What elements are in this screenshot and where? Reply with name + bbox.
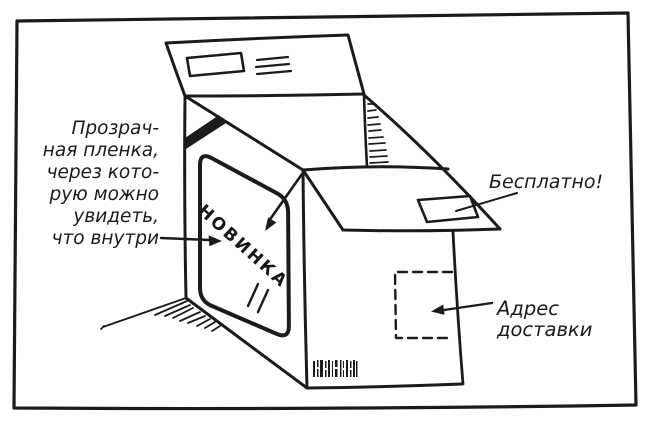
barcode-bar: [343, 361, 344, 368]
box-front-face: НОВИНКА: [183, 94, 309, 390]
front-right-vertical-edge: [301, 168, 309, 390]
shipping-label: [185, 51, 246, 78]
barcode-bar: [356, 361, 358, 377]
barcode-bar: [328, 360, 330, 377]
interior-corner-edge: [362, 93, 369, 169]
box-back-flap: [164, 33, 366, 98]
film-note-line: рую можно: [48, 184, 159, 205]
delivery-address-dashed-box: [393, 270, 454, 340]
hatch-stroke: [367, 123, 381, 126]
film-note-line: Прозрач-: [72, 118, 160, 139]
barcode-bar: [313, 361, 315, 377]
address-line: [255, 69, 293, 76]
barcode-bar: [325, 370, 327, 377]
box-right-lid-flap: [301, 165, 502, 233]
arrow-to-window: [159, 235, 222, 247]
hatch-stroke: [367, 116, 379, 119]
address-note: Адрес доставки: [431, 297, 592, 341]
box-interior: [362, 93, 502, 231]
film-note-line: ная пленка,: [43, 140, 159, 161]
front-bottom-edge: [184, 296, 309, 390]
window-shine-marks: [246, 282, 270, 314]
barcode-bar: [332, 361, 333, 377]
free-sample-sticker: [416, 194, 480, 224]
barcode-bar: [346, 360, 348, 377]
dark-tape-wedge: [185, 115, 226, 149]
hatch-stroke: [172, 307, 194, 319]
address-text-lines: [254, 55, 293, 76]
arrow-to-address-box: [431, 301, 494, 315]
barcode-bar: [340, 360, 342, 377]
barcode-bar: [350, 370, 352, 377]
interior-back-right-edge: [362, 93, 502, 231]
interior-shading-hatches: [367, 103, 389, 164]
free-note-text: Бесплатно!: [489, 171, 603, 193]
address-note-line: доставки: [496, 318, 592, 341]
arrow-head-left-icon: [431, 304, 445, 315]
barcode: [313, 360, 358, 377]
hatch-stroke: [164, 304, 191, 317]
barcode-bar: [353, 360, 355, 377]
film-note-line: что внутри: [52, 228, 159, 249]
hatch-stroke: [368, 142, 386, 145]
arrow-shaft: [159, 236, 211, 242]
arrow-head-down-icon: [265, 217, 277, 231]
hatch-stroke: [204, 321, 216, 329]
free-note: Бесплатно!: [455, 171, 603, 212]
lid-bottom-edge: [341, 227, 502, 233]
ground-hatching: [100, 297, 221, 332]
ground-line: [102, 297, 187, 328]
address-line: [255, 55, 290, 62]
ground-tick: [100, 325, 105, 330]
right-face-bottom-edge: [305, 382, 464, 390]
barcode-bar: [335, 369, 338, 377]
front-top-edge: [183, 94, 305, 172]
lid-left-fold-edge: [301, 168, 345, 232]
hatch-stroke: [369, 155, 388, 158]
hatch-stroke: [369, 161, 389, 164]
arrow-into-window: [265, 172, 304, 231]
film-note: Прозрач- ная пленка, через кото- рую мож…: [43, 118, 222, 249]
film-note-line: увидеть,: [72, 206, 159, 227]
shine-slash: [246, 282, 260, 308]
arrow-shaft: [269, 172, 304, 220]
shine-slash: [256, 288, 270, 314]
front-left-vertical-edge: [183, 94, 188, 300]
barcode-bar: [350, 361, 352, 368]
address-note-line: Адрес: [495, 297, 559, 320]
hatch-stroke: [187, 315, 206, 324]
film-note-line: через кото-: [47, 162, 159, 183]
hatch-stroke: [211, 325, 221, 332]
arrow-shaft: [442, 301, 494, 312]
hatch-stroke: [179, 311, 201, 322]
barcode-bar: [325, 361, 327, 368]
hatch-stroke: [368, 129, 382, 132]
barcode-bar: [317, 369, 319, 377]
pointer-to-free-sticker: [455, 192, 518, 212]
hatch-stroke: [369, 149, 387, 152]
sketch-frame-border: [12, 11, 638, 411]
lid-top-edge: [301, 165, 450, 172]
hatch-stroke: [196, 318, 211, 327]
barcode-bar: [335, 360, 338, 367]
barcode-bar: [343, 370, 344, 377]
hatch-stroke: [368, 136, 384, 139]
hatch-stroke: [367, 109, 377, 112]
address-line: [254, 62, 291, 69]
hatch-stroke: [154, 300, 188, 316]
barcode-bar: [317, 360, 319, 367]
arrow-head-right-icon: [208, 235, 222, 247]
barcode-bar: [320, 360, 323, 377]
